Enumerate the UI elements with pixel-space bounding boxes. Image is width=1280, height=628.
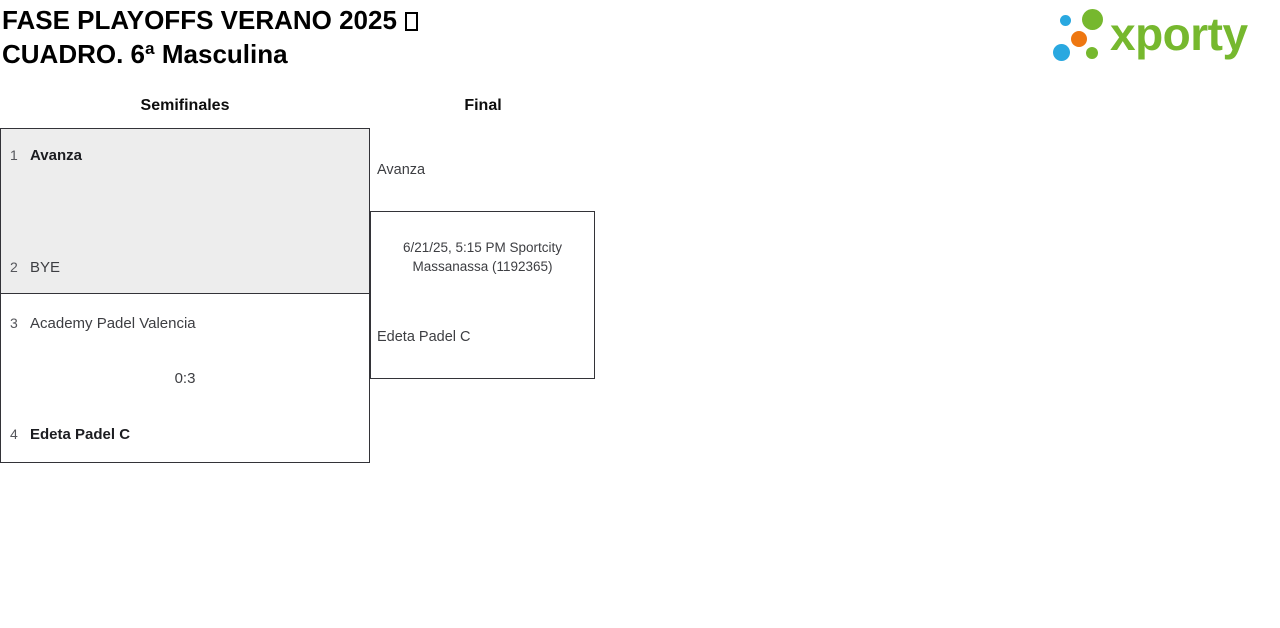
final-match-info-line2: Massanassa (1192365) (412, 259, 553, 274)
participant-row: 4 Edeta Padel C (10, 427, 130, 442)
round-header-final: Final (464, 97, 502, 114)
final-match-info-line1: 6/21/25, 5:15 PM Sportcity (402, 240, 563, 255)
participant-name: Avanza (30, 147, 82, 164)
participant-row: 2 BYE (10, 260, 60, 275)
seed-number: 3 (10, 315, 18, 331)
page-title-line1: FASE PLAYOFFS VERANO 2025 (2, 3, 418, 37)
logo-dot-blue-small-icon (1060, 15, 1071, 26)
participant-name: Academy Padel Valencia (30, 315, 196, 332)
participant-row: 3 Academy Padel Valencia (10, 316, 196, 331)
participant-row: 1 Avanza (10, 148, 82, 163)
logo-dot-green-large-icon (1082, 9, 1103, 30)
xporty-logo[interactable]: xporty (1048, 0, 1280, 72)
page-title-line2: CUADRO. 6ª Masculina (2, 39, 288, 69)
match-semifinal-1[interactable]: 1 Avanza 2 BYE (0, 128, 370, 294)
match-score: 0:3 (174, 370, 196, 387)
final-participant-1: Avanza (377, 162, 426, 178)
logo-dot-orange-icon (1071, 31, 1087, 47)
page-title: FASE PLAYOFFS VERANO 2025 CUADRO. 6ª Mas… (2, 3, 418, 71)
logo-dot-blue-large-icon (1053, 44, 1070, 61)
logo-dot-green-small-icon (1086, 47, 1098, 59)
participant-name: BYE (30, 259, 61, 276)
final-participant-2: Edeta Padel C (377, 329, 471, 345)
logo-wordmark: xporty (1110, 8, 1248, 60)
participant-name: Edeta Padel C (30, 426, 131, 443)
match-semifinal-2[interactable]: 3 Academy Padel Valencia 0:3 4 Edeta Pad… (0, 293, 370, 463)
round-header-semifinals: Semifinales (140, 97, 230, 114)
match-final[interactable] (370, 211, 595, 379)
seed-number: 1 (10, 147, 18, 163)
final-match-info: 6/21/25, 5:15 PM Sportcity Massanassa (1… (372, 238, 593, 276)
seed-number: 2 (10, 259, 18, 275)
missing-glyph-box (404, 12, 418, 31)
seed-number: 4 (10, 426, 18, 442)
